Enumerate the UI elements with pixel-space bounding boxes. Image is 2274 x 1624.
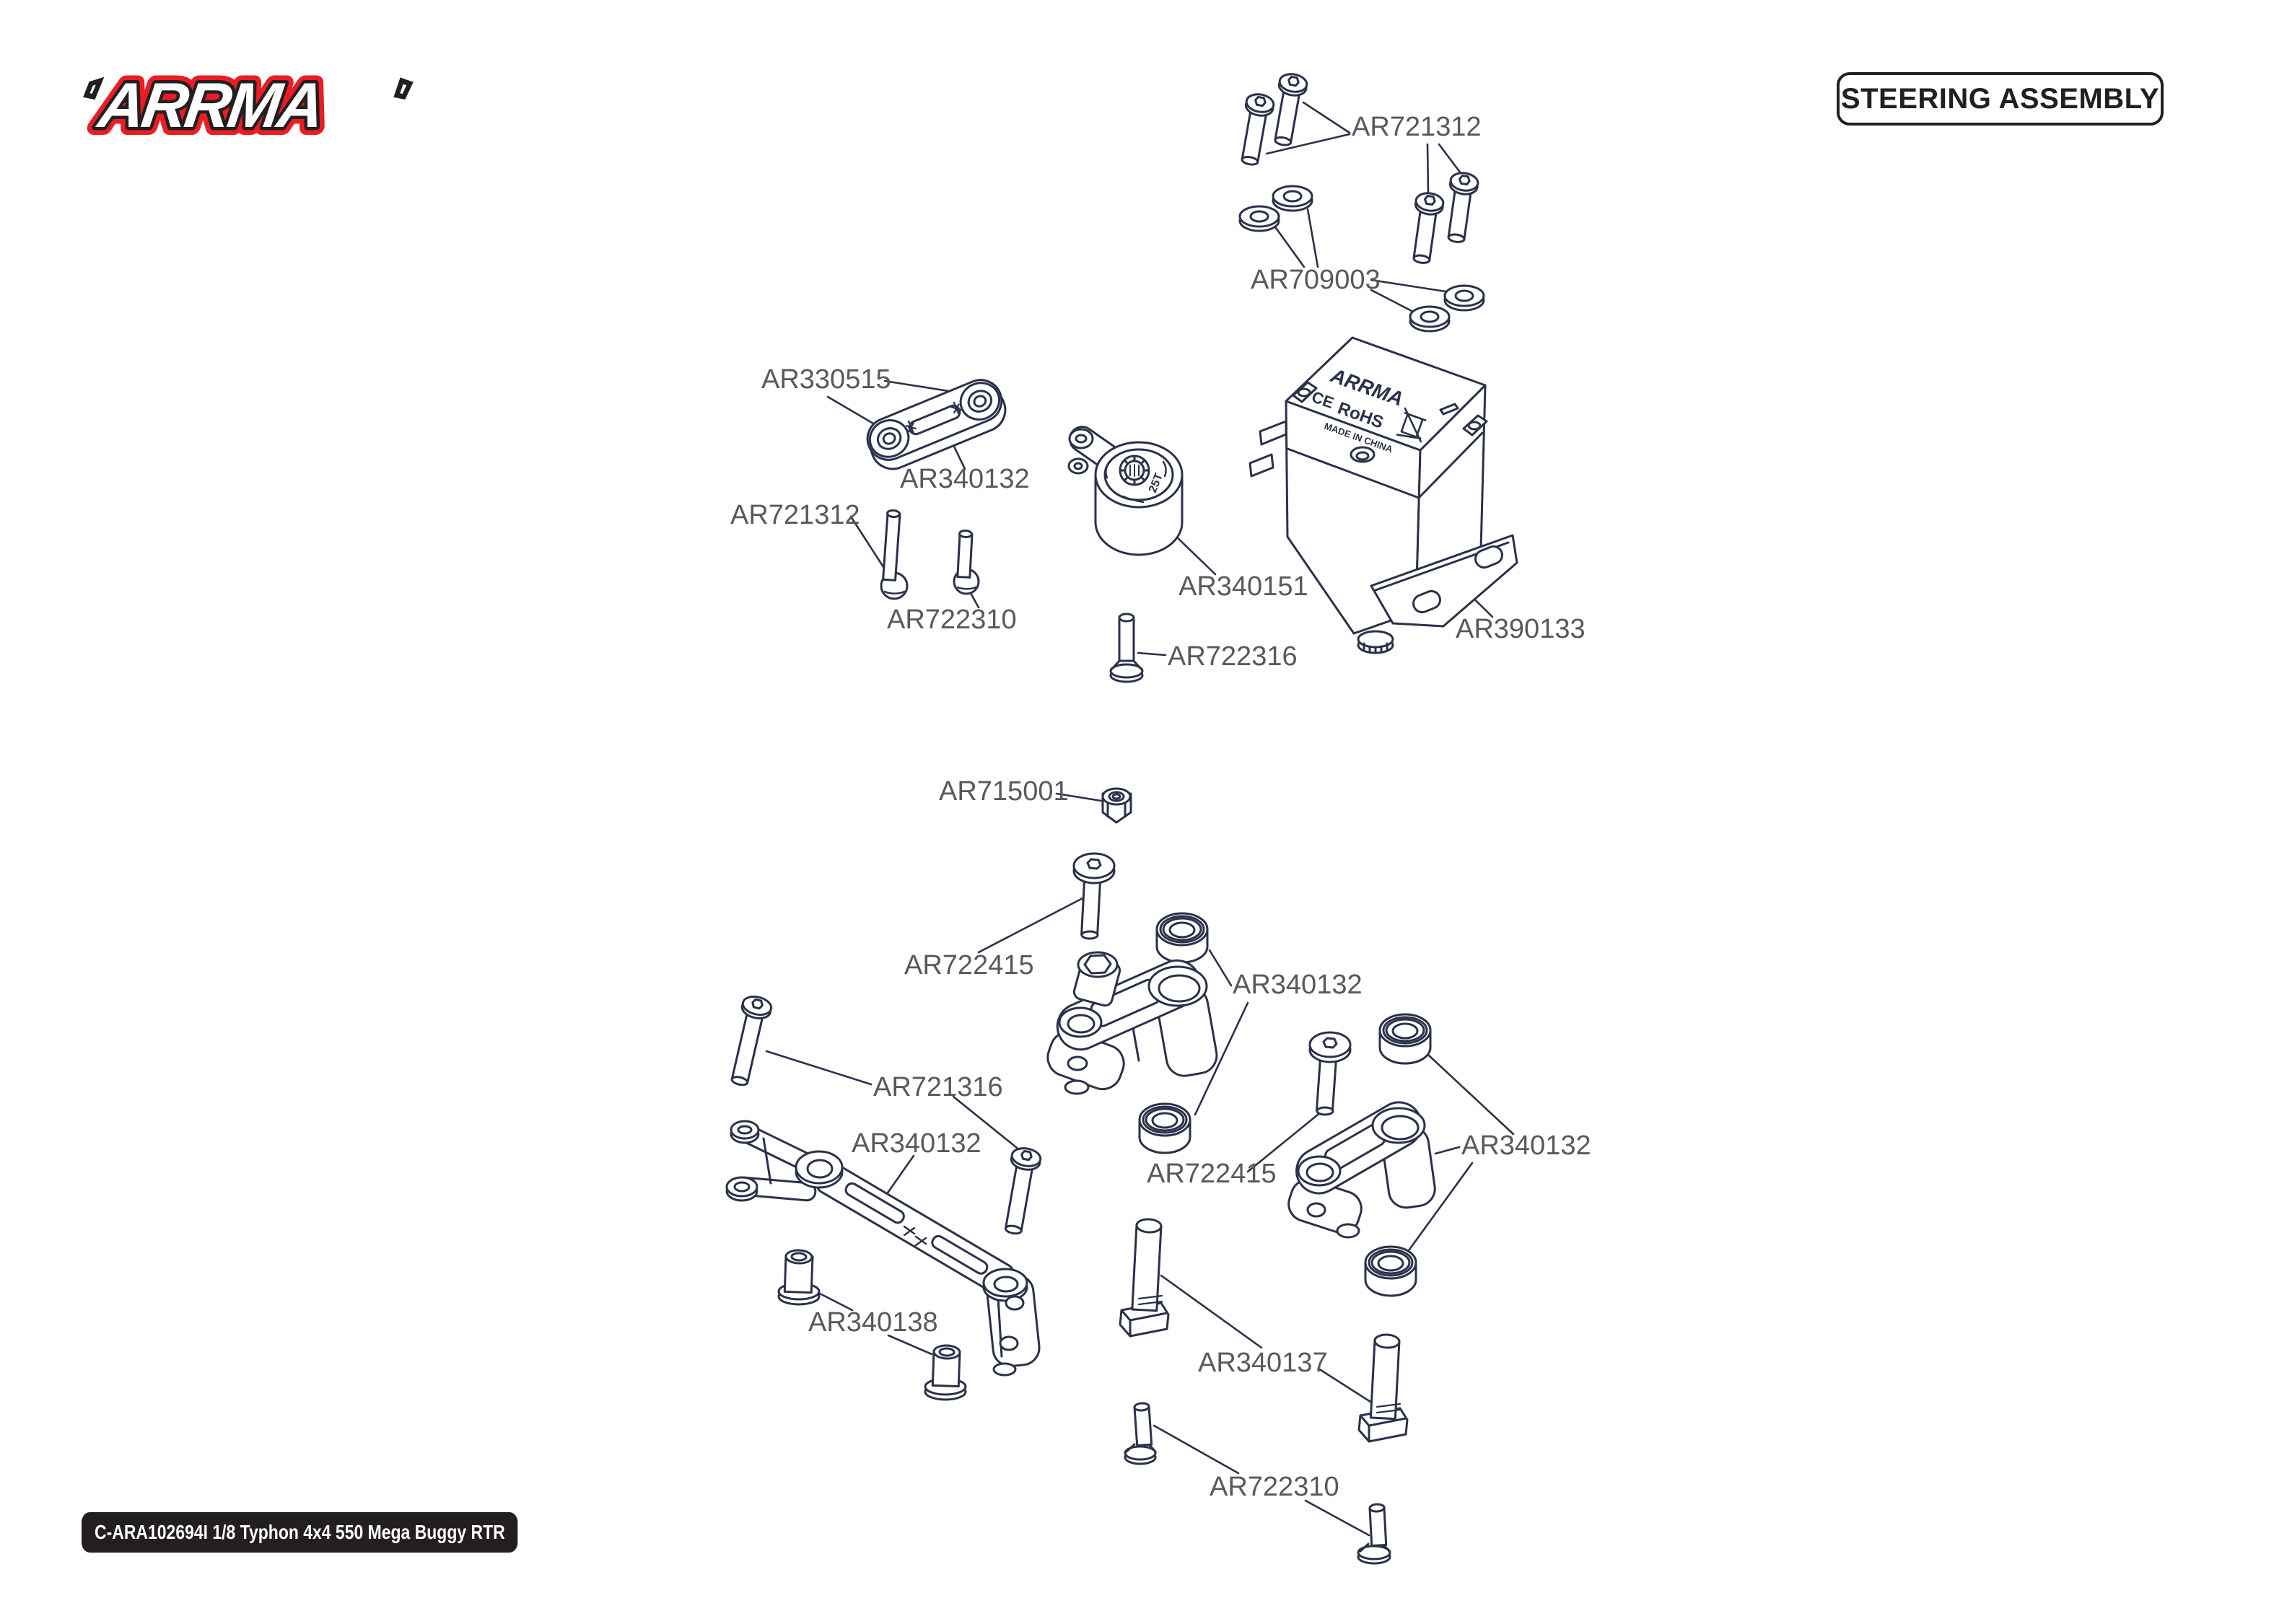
part-label: AR721316 [873,1072,1003,1102]
part-label: AR721312 [1352,112,1482,142]
pin-ball-2 [953,529,980,595]
svg-text:ARRMA: ARRMA [93,69,326,141]
screw-button-head-3 [1412,192,1445,264]
part-label: AR340132 [1461,1131,1591,1161]
part-label: AR330515 [761,364,891,395]
screw-button-head-1 [1241,93,1275,166]
part-label: AR715001 [939,776,1069,807]
servo-saver-spline [1119,455,1150,486]
servo-output-shaft [1357,630,1394,654]
bearing-1 [1155,912,1209,964]
post-2 [1357,1333,1409,1443]
pin-ball-1 [880,509,909,600]
logo-quote-right [393,77,414,100]
bellcrank-left [1046,951,1218,1095]
washer-1 [1238,205,1280,232]
pin-flange-3 [1357,1503,1391,1565]
part-label: AR340151 [1178,571,1308,602]
leader-lines [765,101,1515,1537]
arrma-logo: ARRMA ARRMA ARRMA [83,63,414,143]
model-code-badge: C-ARA102694I 1/8 Typhon 4x4 550 Mega Bug… [82,1512,518,1553]
part-label: AR340132 [900,464,1030,494]
part-label: AR722415 [1147,1159,1277,1189]
bushing-1 [777,1249,821,1306]
servo-saver: 25T [1067,426,1184,556]
part-label: AR390133 [1456,614,1586,644]
bushing-2 [924,1344,967,1401]
bearing-4 [1364,1245,1417,1297]
screw-countersunk-1 [1072,852,1116,940]
pin-flange-1 [1109,613,1144,683]
bellcrank-right [1287,1101,1436,1239]
logo-quote-left [83,76,105,100]
weee-bin-icon [1396,407,1427,443]
part-label: AR722415 [904,950,1034,980]
svg-text:ARRMA: ARRMA [93,69,326,141]
page-title-box: STEERING ASSEMBLY [1837,72,2164,126]
part-label: AR709003 [1251,265,1381,295]
svg-text:ARRMA: ARRMA [93,69,326,141]
washer-4 [1409,305,1451,333]
pin-flange-2 [1124,1402,1157,1465]
screw-countersunk-2 [1308,1031,1352,1116]
post-1 [1119,1218,1170,1338]
part-label: AR340132 [1233,970,1363,1000]
servo: ARRMA CE RoHS MADE IN CHINA [1248,336,1518,654]
part-label: AR340138 [808,1307,938,1338]
part-label: AR722310 [1210,1472,1339,1502]
part-label: AR340132 [852,1128,981,1159]
page-title: STEERING ASSEMBLY [1840,82,2160,115]
screw-button-head-4 [1447,172,1479,243]
part-label: AR340137 [1198,1348,1328,1378]
part-label: AR721312 [730,500,860,530]
part-label: AR722316 [1168,641,1298,672]
drag-link [725,1120,1041,1377]
bearing-3 [1378,1013,1432,1065]
bearing-2 [1138,1102,1191,1154]
screw-button-head-long-1 [730,995,773,1087]
servo-horn-link [866,379,1007,470]
drag-link-end-clevis [982,1268,1041,1377]
washer-2 [1272,185,1313,212]
model-code: C-ARA102694I 1/8 Typhon 4x4 550 Mega Bug… [95,1521,505,1543]
arrma-logo-wordmark: ARRMA ARRMA ARRMA [83,63,414,143]
part-label: AR722310 [887,605,1017,635]
screw-button-head-long-2 [1004,1147,1042,1235]
washer-3 [1443,284,1485,312]
screw-button-head-2 [1274,73,1308,146]
lock-nut [1101,787,1132,824]
